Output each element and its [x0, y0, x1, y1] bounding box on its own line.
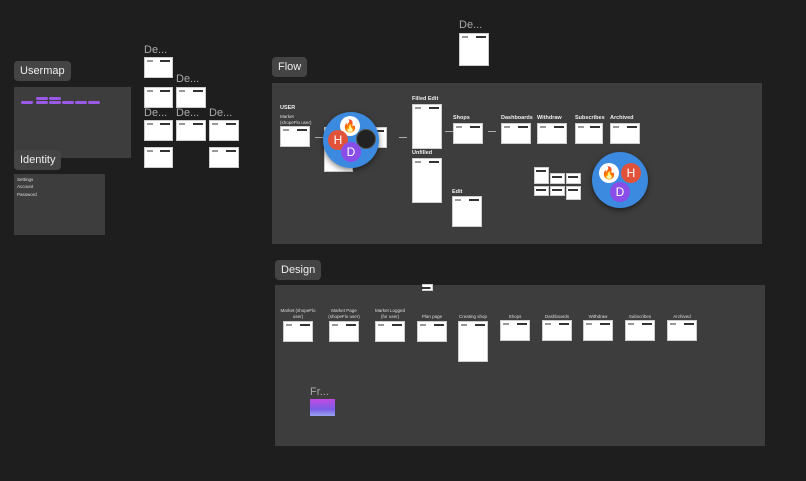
- flow-frame[interactable]: [453, 123, 483, 144]
- design-frame[interactable]: [667, 320, 697, 341]
- avatar-d[interactable]: D: [610, 182, 630, 202]
- flow-frame[interactable]: [550, 186, 565, 196]
- design-frame[interactable]: [329, 321, 359, 342]
- collaborator-avatars[interactable]: 🔥 H D: [323, 112, 379, 168]
- frame-label: Market (shopeFlo user): [280, 114, 312, 125]
- flow-frame[interactable]: [537, 123, 567, 144]
- flow-frame[interactable]: [566, 186, 581, 200]
- frame-label: De...: [459, 19, 483, 31]
- design-frame[interactable]: [459, 33, 489, 66]
- frame-label: Market (shopeFlo user): [280, 308, 316, 319]
- frame-label: Dashboards: [501, 115, 533, 121]
- frame-label: Creating shop: [458, 313, 488, 319]
- flow-frame[interactable]: [534, 186, 549, 196]
- design-frame[interactable]: [144, 147, 173, 168]
- frame-label: Shops: [453, 115, 470, 121]
- identity-item: Settings: [17, 177, 34, 182]
- fire-avatar-icon[interactable]: 🔥: [340, 116, 360, 136]
- avatar-d[interactable]: D: [341, 142, 361, 162]
- identity-item: Account: [17, 184, 34, 189]
- frame-label: De...: [144, 44, 168, 56]
- design-frame[interactable]: [420, 284, 433, 291]
- section-label-identity[interactable]: Identity: [14, 150, 62, 170]
- design-frame[interactable]: [144, 120, 173, 141]
- flow-frame[interactable]: [575, 123, 603, 144]
- flow-frame[interactable]: [412, 158, 442, 203]
- frame-label: Plan page: [421, 313, 443, 319]
- design-frame[interactable]: [283, 321, 313, 342]
- section-label-usermap[interactable]: Usermap: [14, 61, 71, 81]
- identity-item: Password: [17, 192, 37, 197]
- frame-label: Archived: [673, 313, 691, 319]
- design-frame[interactable]: [375, 321, 405, 342]
- frame-label: Market Logged (for user): [374, 308, 406, 319]
- design-section[interactable]: [275, 285, 765, 446]
- flow-frame[interactable]: [550, 173, 565, 184]
- frame-label: Subscribes: [575, 115, 605, 121]
- collaborator-avatars[interactable]: 🔥 H D: [592, 152, 648, 208]
- flow-frame[interactable]: [412, 104, 442, 149]
- design-frame[interactable]: [500, 320, 530, 341]
- flow-frame[interactable]: [610, 123, 640, 144]
- design-frame[interactable]: [176, 87, 206, 108]
- frame-label: De...: [209, 107, 233, 119]
- design-frame[interactable]: [209, 147, 239, 168]
- design-frame[interactable]: [417, 321, 447, 342]
- gradient-frame-thumbnail[interactable]: [310, 399, 335, 416]
- design-frame[interactable]: [458, 321, 488, 362]
- frame-label: De...: [176, 107, 200, 119]
- design-frame[interactable]: [583, 320, 613, 341]
- section-label-design[interactable]: Design: [275, 260, 322, 280]
- frame-label: Withdraw: [537, 115, 562, 121]
- flow-frame[interactable]: [566, 173, 581, 184]
- frame-label: Market Page (shopeFlo user): [328, 308, 360, 319]
- design-frame[interactable]: [144, 57, 173, 78]
- fire-avatar-icon[interactable]: 🔥: [599, 163, 619, 183]
- section-label-flow[interactable]: Flow: [272, 57, 308, 77]
- frame-label: Shops: [508, 313, 522, 319]
- usermap-section[interactable]: [14, 87, 131, 158]
- design-frame[interactable]: [209, 120, 239, 141]
- photo-avatar[interactable]: [356, 129, 376, 149]
- frame-label: Fr...: [310, 386, 329, 398]
- frame-label: De...: [144, 107, 168, 119]
- frame-label: Withdraw: [588, 313, 608, 319]
- flow-frame[interactable]: [501, 123, 531, 144]
- design-frame[interactable]: [176, 120, 206, 141]
- frame-label: Filled Edit: [412, 96, 439, 102]
- design-frame[interactable]: [144, 87, 173, 108]
- frame-label: USER: [280, 105, 296, 111]
- frame-label: Subscribes: [628, 313, 652, 319]
- design-frame[interactable]: [542, 320, 572, 341]
- identity-section[interactable]: Settings Account Password: [14, 174, 105, 235]
- flow-frame[interactable]: [534, 167, 549, 184]
- frame-label: Dashboards: [544, 313, 570, 319]
- frame-label: Unfilled: [412, 150, 433, 156]
- avatar-h[interactable]: H: [621, 163, 641, 183]
- frame-label: Archived: [610, 115, 634, 121]
- design-frame[interactable]: [625, 320, 655, 341]
- frame-label: De...: [176, 73, 200, 85]
- frame-label: Edit: [452, 189, 463, 195]
- flow-frame[interactable]: [280, 126, 310, 147]
- flow-frame[interactable]: [452, 196, 482, 227]
